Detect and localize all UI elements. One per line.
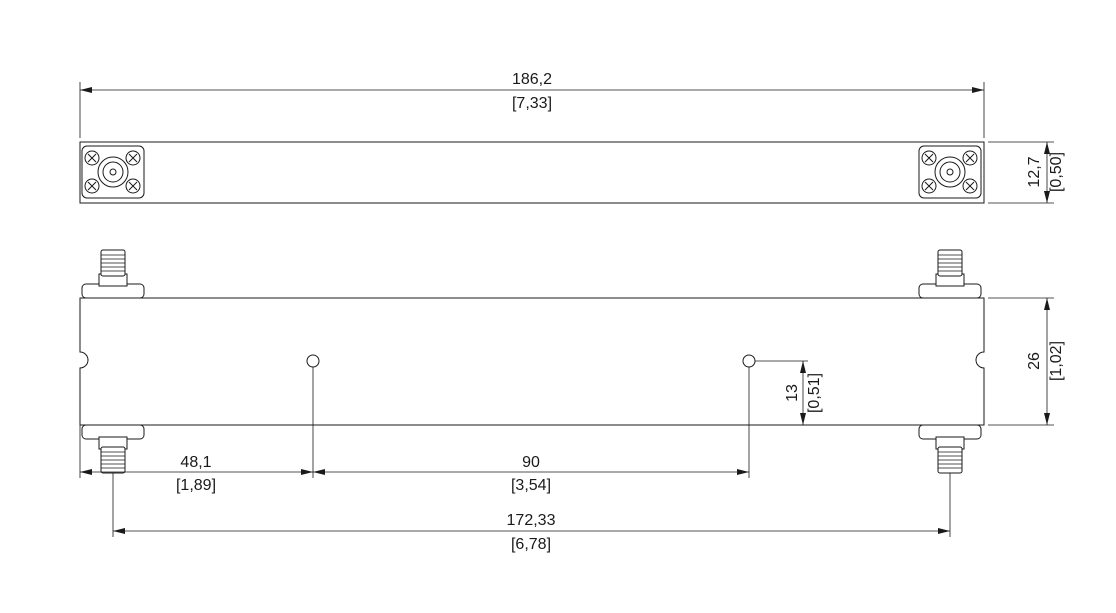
overall-width-value: 186,2	[512, 71, 552, 88]
front-view: 26 [1,02] 13 [0,51] 48,1 [1,89]	[79, 249, 1065, 553]
front-height-value: 26	[1026, 352, 1043, 370]
hole-height-value-inch: [0,51]	[806, 373, 823, 413]
screw-icon	[921, 150, 937, 166]
top-right-connector-flange	[918, 145, 982, 199]
top-view-body	[79, 141, 985, 204]
front-view-body	[79, 297, 985, 426]
top-view: 186,2 [7,33] 12,7 [0,50]	[79, 71, 1065, 204]
front-bottom-left-connector	[81, 424, 145, 474]
top-height-value-inch: [0,50]	[1048, 152, 1065, 192]
screw-icon	[84, 150, 100, 166]
screw-icon	[125, 178, 141, 194]
hole-spacing-value: 90	[522, 454, 540, 471]
screw-icon	[962, 150, 978, 166]
connector-spacing-dimension: 172,33 [6,78]	[112, 473, 951, 553]
hole-height-value: 13	[784, 384, 801, 402]
connector-spacing-value: 172,33	[507, 512, 556, 529]
front-top-right-connector	[918, 249, 982, 299]
overall-width-value-inch: [7,33]	[512, 95, 552, 112]
hole-offset-value: 48,1	[180, 454, 211, 471]
front-top-left-connector	[81, 249, 145, 299]
connector-spacing-value-inch: [6,78]	[511, 536, 551, 553]
hole-offset-dimension: 48,1 [1,89]	[80, 454, 313, 494]
screw-icon	[921, 178, 937, 194]
hole-spacing-value-inch: [3,54]	[511, 477, 551, 494]
overall-width-dimension: 186,2 [7,33]	[79, 71, 985, 138]
screw-icon	[125, 150, 141, 166]
screw-icon	[962, 178, 978, 194]
hole-height-dimension: 13 [0,51]	[755, 360, 823, 425]
front-bottom-right-connector	[918, 424, 982, 474]
front-height-value-inch: [1,02]	[1048, 341, 1065, 381]
front-height-dimension: 26 [1,02]	[988, 297, 1065, 426]
screw-icon	[84, 178, 100, 194]
hole-offset-value-inch: [1,89]	[176, 477, 216, 494]
top-left-connector-flange	[81, 145, 145, 199]
top-height-value: 12,7	[1026, 156, 1043, 187]
hole-spacing-dimension: 90 [3,54]	[313, 454, 749, 494]
top-view-height-dimension: 12,7 [0,50]	[988, 141, 1065, 204]
